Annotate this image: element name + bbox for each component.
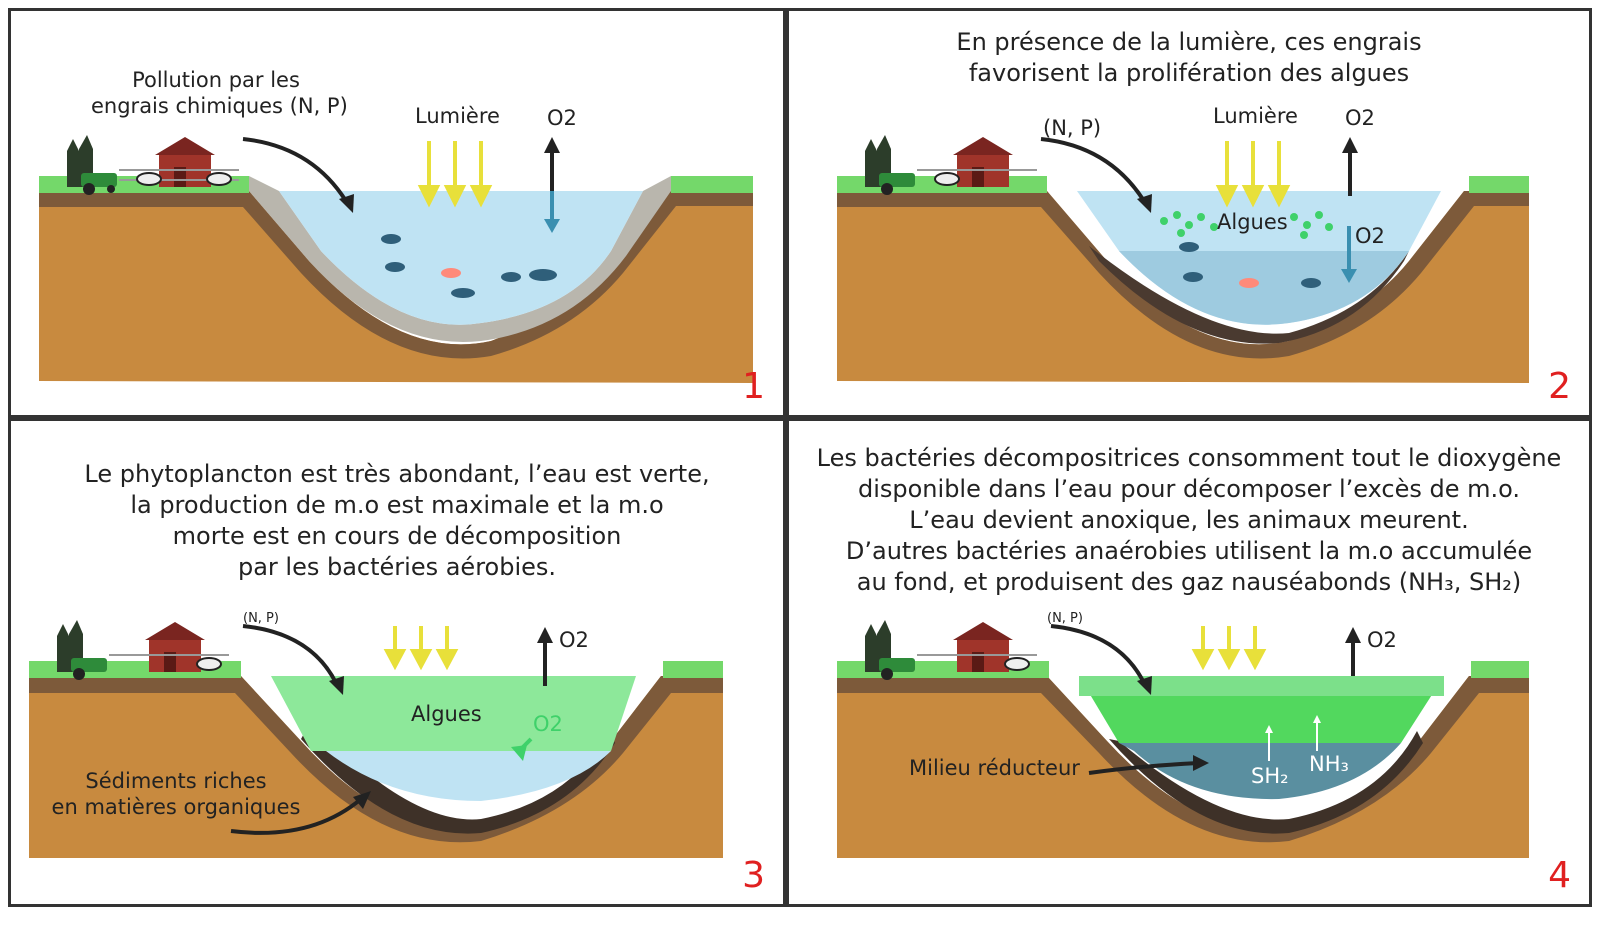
panel-caption: Les bactéries décompositrices consomment… bbox=[816, 444, 1562, 596]
soil-dark-rim bbox=[837, 191, 1529, 359]
o2-down-label: O2 bbox=[533, 712, 563, 736]
panel-3: Le phytoplancton est très abondant, l’ea… bbox=[8, 418, 786, 907]
panel-1: Pollution par les engrais chimiques (N, … bbox=[8, 8, 786, 418]
water-clear bbox=[311, 751, 611, 801]
pollution-label: Pollution par les engrais chimiques (N, … bbox=[91, 68, 348, 118]
o2-up-label: O2 bbox=[559, 628, 589, 652]
grass-right bbox=[663, 661, 723, 678]
grass-right bbox=[1469, 176, 1529, 193]
sediment bbox=[301, 721, 615, 834]
sediment bbox=[1109, 731, 1423, 834]
water-green-top bbox=[1079, 676, 1444, 696]
water-lower bbox=[1114, 251, 1409, 325]
grass-right bbox=[1471, 661, 1529, 678]
algae-dots bbox=[1160, 211, 1333, 239]
algae-label: Algues bbox=[1217, 210, 1288, 234]
gas-sh2-label: SH₂ bbox=[1251, 764, 1289, 788]
fish-group bbox=[381, 234, 557, 298]
panel-caption: Le phytoplancton est très abondant, l’ea… bbox=[84, 460, 710, 581]
lake-scene-2 bbox=[837, 135, 1529, 383]
lake-rim bbox=[249, 176, 671, 342]
sediment bbox=[1089, 246, 1409, 344]
panel-number: 4 bbox=[1548, 855, 1571, 896]
lake-scene-4 bbox=[837, 620, 1529, 858]
panel-caption: En présence de la lumière, ces engrais f… bbox=[956, 28, 1422, 87]
panel-4: Les bactéries décompositrices consomment… bbox=[786, 418, 1592, 907]
reducing-arrow bbox=[1088, 761, 1200, 775]
pollution-arrowhead bbox=[339, 194, 354, 213]
pollution-label: (N, P) bbox=[243, 611, 279, 626]
lake-scene-3 bbox=[29, 620, 723, 858]
light-label: Lumière bbox=[1213, 104, 1298, 128]
light-arrows bbox=[1191, 626, 1267, 671]
lake-scene-1 bbox=[39, 135, 753, 383]
soil-dark-rim bbox=[39, 191, 753, 359]
pollution-label: (N, P) bbox=[1047, 611, 1083, 626]
gas-nh3-label: NH₃ bbox=[1309, 752, 1349, 776]
soil-layer bbox=[39, 191, 753, 383]
pollution-arrow bbox=[242, 624, 338, 684]
grass-right bbox=[671, 176, 753, 193]
pollution-arrow bbox=[242, 137, 348, 203]
farm-icon bbox=[57, 620, 229, 680]
o2-label: O2 bbox=[547, 106, 577, 130]
reducing-zone-label: Milieu réducteur bbox=[909, 756, 1080, 780]
pollution-arrow bbox=[1040, 137, 1146, 203]
light-arrows bbox=[1215, 141, 1291, 208]
farm-icon bbox=[865, 620, 1037, 680]
pollution-arrow bbox=[1050, 624, 1146, 684]
water-anoxic bbox=[1119, 743, 1401, 800]
soil-layer bbox=[837, 191, 1529, 383]
pollution-label: (N, P) bbox=[1043, 116, 1102, 140]
o2-up-label: O2 bbox=[1367, 628, 1397, 652]
water-green bbox=[271, 676, 636, 751]
sediment-arrow bbox=[230, 797, 363, 835]
o2-up-label: O2 bbox=[1345, 106, 1375, 130]
panel-number: 2 bbox=[1548, 366, 1571, 407]
light-label: Lumière bbox=[415, 104, 500, 128]
algae-label: Algues bbox=[411, 702, 482, 726]
panel-2: En présence de la lumière, ces engrais f… bbox=[786, 8, 1592, 418]
light-arrows bbox=[417, 141, 493, 208]
farm-icon bbox=[865, 135, 1037, 195]
panel-number: 3 bbox=[742, 855, 765, 896]
farm-icon bbox=[67, 135, 239, 195]
light-arrows bbox=[383, 626, 459, 671]
sediment-label: Sédiments riches en matières organiques bbox=[51, 769, 301, 819]
panel-number: 1 bbox=[742, 366, 765, 407]
fish-group bbox=[1179, 242, 1321, 288]
o2-down-label: O2 bbox=[1355, 224, 1385, 248]
